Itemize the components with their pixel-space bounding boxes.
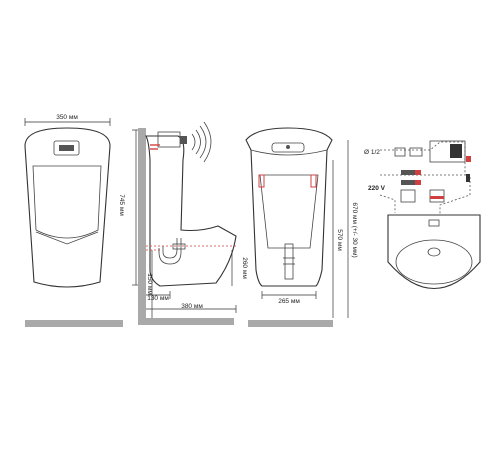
parts-dash-top (380, 141, 466, 175)
rear-total-height-label: 670 мм (+/- 30 мм) (351, 202, 358, 257)
parts-fitting-2 (409, 147, 423, 157)
rear-bracket-left (258, 174, 265, 188)
parts-power-adapter (400, 189, 416, 203)
parts-bowl-inner (395, 239, 473, 285)
front-view: 350 мм 745 мм (24, 114, 140, 288)
front-bowl-rim (35, 231, 99, 245)
front-flush-sensor (59, 145, 74, 151)
side-floor (138, 318, 234, 325)
rear-floor (248, 320, 333, 327)
side-base-total-label: 380 мм (181, 303, 203, 310)
parts-connector-1-red (415, 170, 421, 175)
parts-bowl-top-view (387, 214, 481, 290)
ground-bar-1 (25, 320, 123, 327)
side-view: 150 мм 260 мм 130 мм 380 мм (138, 121, 248, 325)
side-siphon-nut (172, 243, 186, 250)
rear-cover-screw (286, 145, 290, 149)
front-urinal-body (24, 127, 111, 288)
parts-solenoid-valve (429, 140, 466, 163)
parts-connector-2-red (415, 180, 421, 185)
sensor-wave-1 (191, 133, 196, 151)
front-width-label: 350 мм (56, 114, 78, 121)
sensor-wave-2 (195, 129, 201, 155)
parts-valve-coil (450, 144, 462, 158)
sensor-wave-3 (199, 125, 207, 159)
front-height-label: 745 мм (118, 194, 125, 216)
side-wall (138, 128, 146, 324)
parts-wire-plug (466, 174, 470, 182)
parts-valve-red-marker (466, 156, 471, 162)
parts-control-box-red (430, 196, 444, 199)
parts-dash-left (379, 194, 396, 213)
parts-connector-2 (401, 180, 415, 185)
rear-top-cap-line (250, 149, 328, 156)
side-left-height-label: 150 мм (146, 273, 153, 295)
parts-fitting-1 (394, 147, 406, 157)
rear-inner-cavity (259, 174, 319, 249)
sensor-wave-4 (203, 121, 212, 163)
rear-width-label: 265 мм (278, 298, 300, 305)
parts-bowl-inlet (428, 219, 440, 227)
front-bowl-opening (32, 165, 102, 239)
rear-drain-pipe (284, 243, 294, 280)
side-valve-sensor (180, 136, 187, 144)
parts-view: Ø 1/2 220 V (364, 140, 481, 290)
side-siphon-outer (158, 238, 182, 265)
parts-thread-label: Ø 1/2 (364, 149, 380, 156)
side-right-height-label: 260 мм (241, 257, 248, 279)
rear-top-cover (271, 142, 305, 153)
side-urinal-body (145, 135, 237, 287)
rear-bracket-right (310, 174, 317, 188)
parts-connector-1 (401, 170, 415, 175)
side-base-small-label: 130 мм (147, 295, 169, 302)
parts-dash-mid (380, 174, 471, 228)
parts-voltage-label: 220 V (368, 185, 386, 192)
parts-bowl-drain (427, 247, 441, 257)
rear-inner-height-label: 570 мм (336, 229, 343, 251)
front-flush-panel (53, 140, 80, 156)
side-siphon (162, 238, 178, 259)
rear-view: 265 мм 570 мм 670 мм (+/- 30 мм) (245, 127, 358, 327)
